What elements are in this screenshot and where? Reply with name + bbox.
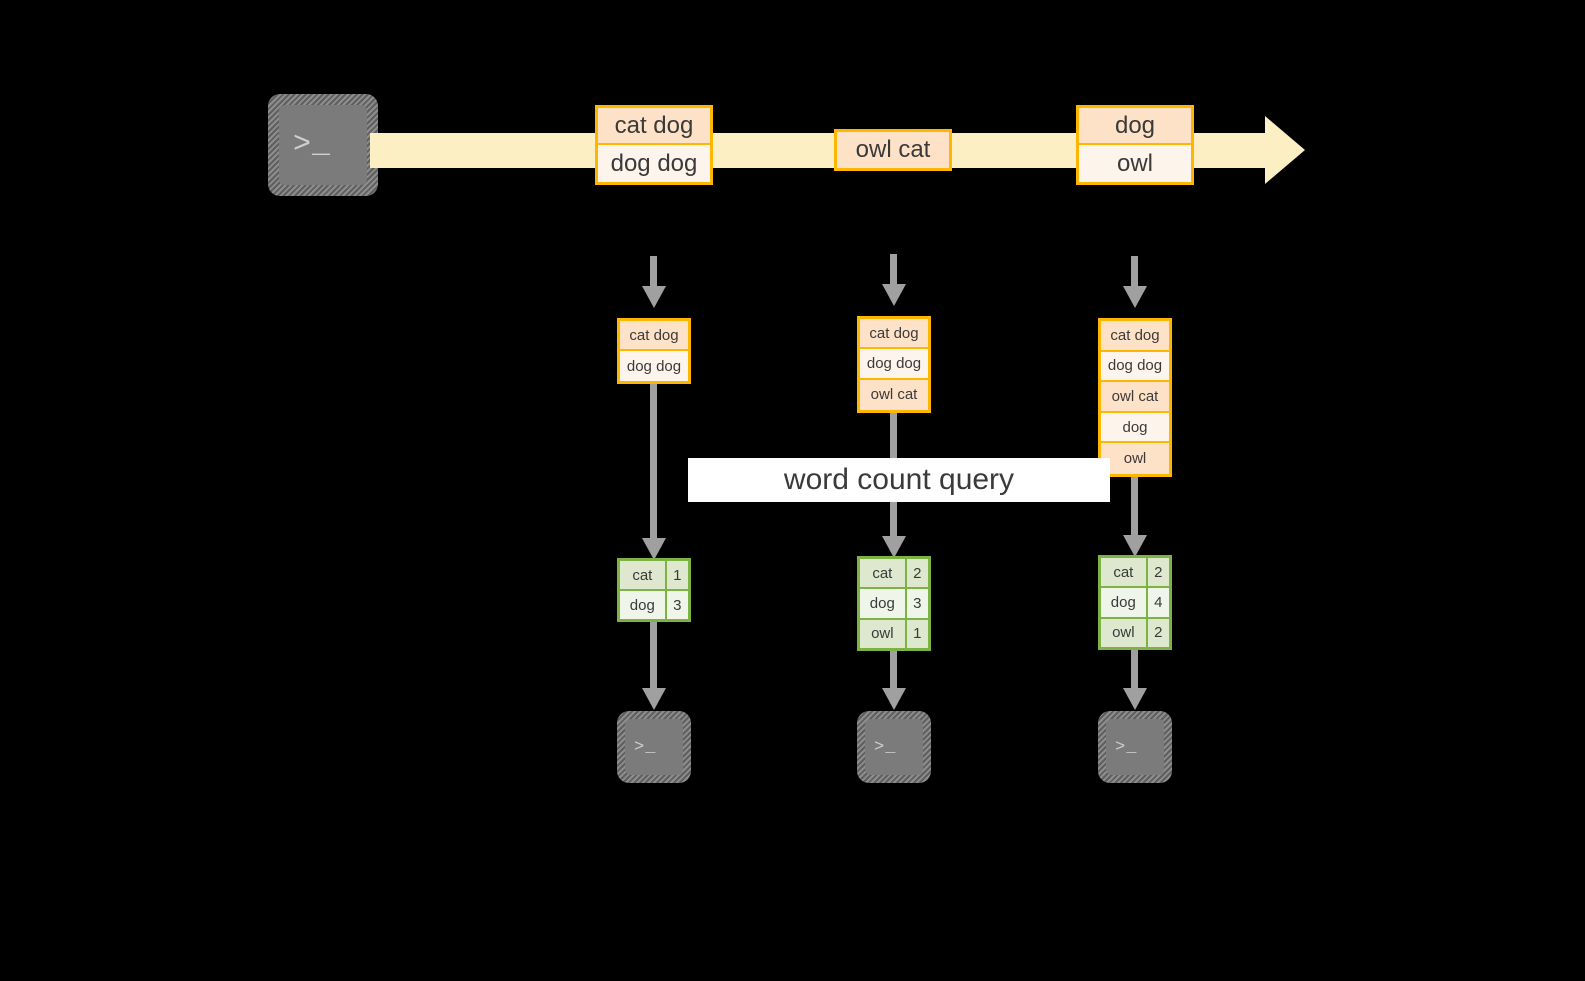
snapshot-2-sink-terminal-icon: >_ [857, 711, 931, 783]
stream-batch-2: owl cat [834, 129, 952, 171]
result-row: dog 3 [620, 591, 688, 619]
stream-record: cat dog [598, 108, 710, 145]
result-row: cat 2 [1101, 558, 1169, 589]
result-count: 3 [906, 589, 928, 618]
stream-arrow-head [1265, 116, 1305, 184]
result-word: cat [1101, 558, 1148, 587]
stream-record: owl cat [837, 132, 949, 168]
result-row: cat 2 [860, 559, 928, 590]
result-count: 1 [666, 561, 688, 589]
result-word: cat [860, 559, 907, 588]
stream-batch-3: dog owl [1076, 105, 1194, 185]
stream-record: dog dog [598, 145, 710, 182]
input-row: cat dog [860, 319, 928, 350]
snapshot-1-feed-dash [650, 256, 657, 288]
terminal-prompt-glyph: >_ [293, 128, 332, 162]
snapshot-3-feed-arrowhead [1123, 286, 1147, 308]
input-row: dog [1101, 412, 1169, 444]
result-word: dog [1101, 588, 1148, 617]
sink-terminal-screen: >_ [1106, 719, 1164, 775]
input-row: dog dog [1101, 351, 1169, 383]
result-count: 2 [1147, 618, 1169, 647]
snapshot-3-feed-dash [1131, 256, 1138, 288]
snapshot-1-sink-terminal-icon: >_ [617, 711, 691, 783]
sink-terminal-screen: >_ [625, 719, 683, 775]
snapshot-3-sink-terminal-icon: >_ [1098, 711, 1172, 783]
snapshot-1-input-table: cat dog dog dog [617, 318, 691, 384]
snapshot-1-sink-arrowhead [642, 688, 666, 710]
sink-terminal-screen: >_ [865, 719, 923, 775]
result-word: dog [620, 591, 667, 619]
snapshot-3-sink-line [1131, 650, 1138, 694]
snapshot-3-query-arrowhead [1123, 535, 1147, 557]
input-row: cat dog [1101, 321, 1169, 352]
snapshot-2-input-table: cat dog dog dog owl cat [857, 316, 931, 413]
result-word: dog [860, 589, 907, 618]
snapshot-3-sink-arrowhead [1123, 688, 1147, 710]
result-row: owl 1 [860, 619, 928, 648]
input-row: cat dog [620, 321, 688, 351]
result-count: 1 [906, 619, 928, 648]
result-word: owl [860, 619, 907, 648]
input-row: owl cat [860, 379, 928, 410]
result-count: 4 [1147, 588, 1169, 617]
stream-batch-1: cat dog dog dog [595, 105, 713, 185]
snapshot-2-feed-dash [890, 254, 897, 286]
result-count: 2 [1147, 558, 1169, 587]
terminal-prompt-glyph: >_ [874, 737, 897, 757]
snapshot-1-feed-arrowhead [642, 286, 666, 308]
snapshot-2-sink-line [890, 651, 897, 694]
word-count-query-label: word count query [688, 458, 1110, 502]
source-terminal-icon: >_ [268, 94, 378, 196]
terminal-prompt-glyph: >_ [1115, 737, 1138, 757]
snapshot-1-sink-line [650, 622, 657, 694]
result-count: 2 [906, 559, 928, 588]
snapshot-3-result-table: cat 2 dog 4 owl 2 [1098, 555, 1172, 650]
result-row: dog 3 [860, 589, 928, 620]
snapshot-2-feed-arrowhead [882, 284, 906, 306]
input-row: owl [1101, 443, 1169, 474]
terminal-prompt-glyph: >_ [634, 737, 657, 757]
stream-record: dog [1079, 108, 1191, 145]
snapshot-3-query-line [1131, 477, 1138, 541]
result-count: 3 [666, 591, 688, 619]
result-row: dog 4 [1101, 588, 1169, 619]
stream-record: owl [1079, 145, 1191, 182]
snapshot-2-sink-arrowhead [882, 688, 906, 710]
snapshot-2-query-arrowhead [882, 536, 906, 558]
snapshot-2-result-table: cat 2 dog 3 owl 1 [857, 556, 931, 651]
result-row: owl 2 [1101, 618, 1169, 647]
result-word: owl [1101, 618, 1148, 647]
snapshot-1-result-table: cat 1 dog 3 [617, 558, 691, 622]
input-row: dog dog [860, 349, 928, 380]
snapshot-1-query-arrowhead [642, 538, 666, 560]
snapshot-1-query-line [650, 384, 657, 544]
result-row: cat 1 [620, 561, 688, 591]
source-terminal-screen: >_ [279, 105, 367, 185]
snapshot-3-input-table: cat dog dog dog owl cat dog owl [1098, 318, 1172, 477]
input-row: owl cat [1101, 382, 1169, 413]
input-row: dog dog [620, 351, 688, 381]
result-word: cat [620, 561, 667, 589]
